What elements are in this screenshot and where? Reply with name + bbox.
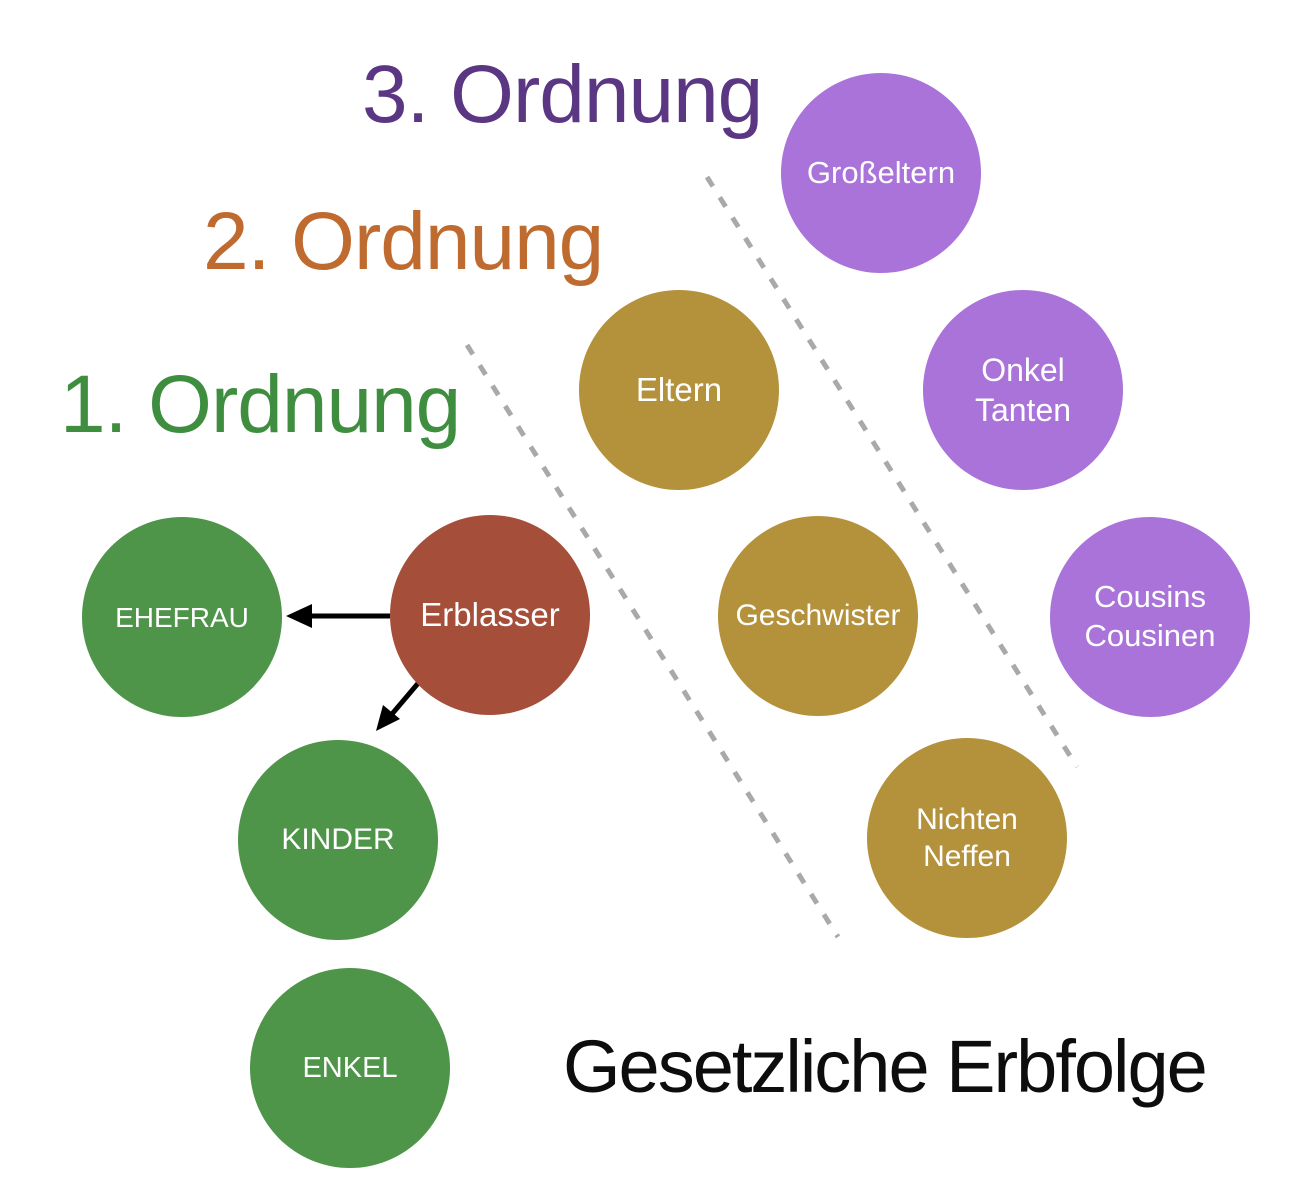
node-label-ehefrau: EHEFRAU: [115, 601, 249, 633]
page-title: Gesetzliche Erbfolge: [563, 1025, 1208, 1108]
node-cousins-cousinen: Cousins Cousinen: [1050, 517, 1250, 717]
node-label-erblasser: Erblasser: [420, 596, 560, 634]
arrow-erblasser-to-ehefrau: [286, 604, 390, 628]
node-ehefrau: EHEFRAU: [82, 517, 282, 717]
node-eltern: Eltern: [579, 290, 779, 490]
heading-order-1: 1. Ordnung: [60, 359, 461, 450]
node-label-onkel-tanten: Onkel Tanten: [974, 352, 1072, 428]
node-erblasser: Erblasser: [390, 515, 590, 715]
arrow-erblasser-to-kinder: [376, 679, 422, 731]
node-label-nichten-neffen: Nichten Neffen: [916, 802, 1018, 874]
divider-line-second-third: [704, 175, 1080, 769]
node-enkel: ENKEL: [250, 968, 450, 1168]
node-label-cousins-cousinen: Cousins Cousinen: [1084, 579, 1216, 653]
node-grosseltern: Großeltern: [781, 73, 981, 273]
node-label-grosseltern: Großeltern: [806, 154, 956, 190]
node-onkel-tanten: Onkel Tanten: [923, 290, 1123, 490]
heading-order-3: 3. Ordnung: [362, 49, 763, 140]
node-geschwister: Geschwister: [718, 516, 918, 716]
node-label-geschwister: Geschwister: [735, 599, 901, 633]
node-label-eltern: Eltern: [635, 371, 723, 409]
node-nichten-neffen: Nichten Neffen: [867, 738, 1067, 938]
node-kinder: KINDER: [238, 740, 438, 940]
node-label-enkel: ENKEL: [302, 1051, 398, 1084]
node-label-kinder: KINDER: [281, 823, 395, 857]
divider-line-first-second: [464, 343, 841, 939]
heading-order-2: 2. Ordnung: [203, 196, 604, 287]
